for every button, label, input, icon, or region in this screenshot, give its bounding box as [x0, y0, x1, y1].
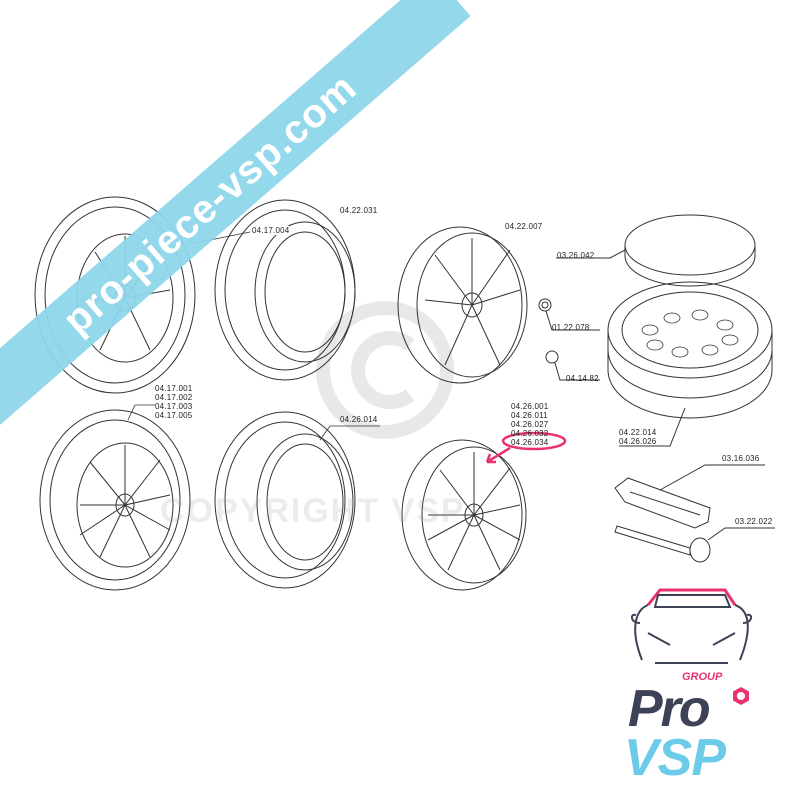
label-03-16-036: 03.16.036	[722, 454, 760, 463]
logo-vsp-text: VSP	[624, 729, 726, 787]
label-04-14-82: 04.14.82	[566, 374, 599, 383]
part-number: 04.26.027	[511, 420, 549, 429]
provsp-logo: GROUP Pro VSP	[600, 585, 780, 785]
part-number: 04.26.001	[511, 402, 549, 411]
hex-nut-icon	[733, 687, 749, 705]
label-03-22-022: 03.22.022	[735, 517, 773, 526]
cap-icon	[545, 350, 600, 381]
label-03-26-042: 03.26.042	[557, 251, 595, 260]
rim-top-icon	[397, 226, 528, 384]
watermark-text: COPYRIGHT VSP	[160, 492, 466, 530]
copyright-watermark-icon	[316, 301, 454, 439]
part-number: 04.26.011	[511, 411, 548, 420]
label-group-complete-wheel: 04.17.001 04.17.002 04.17.003 04.17.005	[155, 384, 192, 420]
part-number: 04.17.002	[155, 393, 193, 402]
label-04-26-014: 04.26.014	[340, 415, 378, 424]
part-number: 04.17.001	[155, 384, 193, 393]
logo-pro-text: Pro	[628, 680, 711, 738]
wheel-cover-icon	[556, 214, 756, 287]
label-01-22-078: 01.22.078	[552, 323, 590, 332]
spare-wheel-icon	[607, 281, 773, 447]
tire-top-icon	[214, 199, 356, 381]
part-number: 04.26.032	[511, 429, 549, 438]
rim-bottom-icon	[401, 439, 527, 591]
bolt-icon	[538, 298, 600, 331]
label-group-rim: 04.26.001 04.26.011 04.26.027 04.26.032 …	[511, 402, 548, 447]
car-logo-icon	[630, 588, 753, 664]
part-number: 04.22.014	[619, 428, 657, 437]
part-number: 04.26.026	[619, 437, 657, 446]
logo-group-text: GROUP	[682, 671, 723, 683]
part-number: 04.17.005	[155, 411, 193, 420]
label-04-22-007: 04.22.007	[505, 222, 543, 231]
jack-icon	[614, 464, 765, 529]
tire-bottom-icon	[214, 411, 380, 589]
label-group-spare: 04.22.014 04.26.026	[619, 428, 656, 446]
part-number-highlighted: 04.26.034	[511, 438, 549, 447]
wheel-wrench-icon	[614, 525, 775, 563]
highlight-marker	[485, 431, 567, 464]
label-04-22-031: 04.22.031	[340, 206, 378, 215]
part-number: 04.17.003	[155, 402, 193, 411]
complete-wheel-bottom-icon	[39, 404, 191, 591]
label-04-17-004: 04.17.004	[252, 226, 290, 235]
